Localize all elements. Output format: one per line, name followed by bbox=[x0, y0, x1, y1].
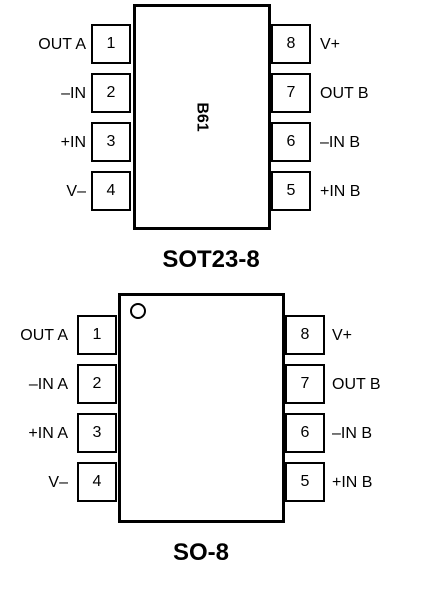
so-8-pin-4: 4 bbox=[77, 462, 117, 502]
sot23-8-body bbox=[133, 4, 271, 230]
so-8-pin-6-label: –IN B bbox=[332, 425, 373, 442]
sot23-8-pin-3: 3 bbox=[91, 122, 131, 162]
sot23-8-pin-5: 5 bbox=[271, 171, 311, 211]
sot23-8-pin-1: 1 bbox=[91, 24, 131, 64]
sot23-8-pin-8-label: V+ bbox=[320, 36, 341, 53]
sot23-8-pin-3-label: +IN bbox=[60, 134, 86, 151]
sot23-8-pin-4-label: V– bbox=[66, 183, 86, 200]
so-8-pin-8-label: V+ bbox=[332, 327, 353, 344]
sot23-8-pin-7: 7 bbox=[271, 73, 311, 113]
sot23-8-pin-6-label: –IN B bbox=[320, 134, 361, 151]
sot23-8-pin-8: 8 bbox=[271, 24, 311, 64]
so-8-pin-4-label: V– bbox=[48, 474, 68, 491]
sot23-8-pin-2-label: –IN bbox=[61, 85, 86, 102]
sot23-8-title: SOT23-8 bbox=[162, 246, 260, 273]
sot23-8-pin-5-label: +IN B bbox=[320, 183, 361, 200]
so-8-pin-5-label: +IN B bbox=[332, 474, 373, 491]
so-8-title: SO-8 bbox=[172, 539, 229, 566]
so-8-pin-8: 8 bbox=[285, 315, 325, 355]
sot23-8-pin-6: 6 bbox=[271, 122, 311, 162]
so-8-pin-1-label: OUT A bbox=[20, 327, 68, 344]
pin-1-indicator-icon bbox=[130, 303, 146, 319]
so-8-body bbox=[118, 293, 285, 523]
so-8-pin-7-label: OUT B bbox=[332, 376, 381, 393]
sot23-8-pin-4: 4 bbox=[91, 171, 131, 211]
so-8-pin-2: 2 bbox=[77, 364, 117, 404]
so-8-pin-3-label: +IN A bbox=[28, 425, 68, 442]
so-8-pin-1: 1 bbox=[77, 315, 117, 355]
so-8-pin-5: 5 bbox=[285, 462, 325, 502]
so-8-pin-3: 3 bbox=[77, 413, 117, 453]
so-8-pin-7: 7 bbox=[285, 364, 325, 404]
sot23-8-marking: B61 bbox=[193, 102, 211, 132]
so-8-pin-6: 6 bbox=[285, 413, 325, 453]
sot23-8-pin-2: 2 bbox=[91, 73, 131, 113]
sot23-8-pin-1-label: OUT A bbox=[38, 36, 86, 53]
so-8-pin-2-label: –IN A bbox=[28, 376, 68, 393]
sot23-8-pin-7-label: OUT B bbox=[320, 85, 369, 102]
